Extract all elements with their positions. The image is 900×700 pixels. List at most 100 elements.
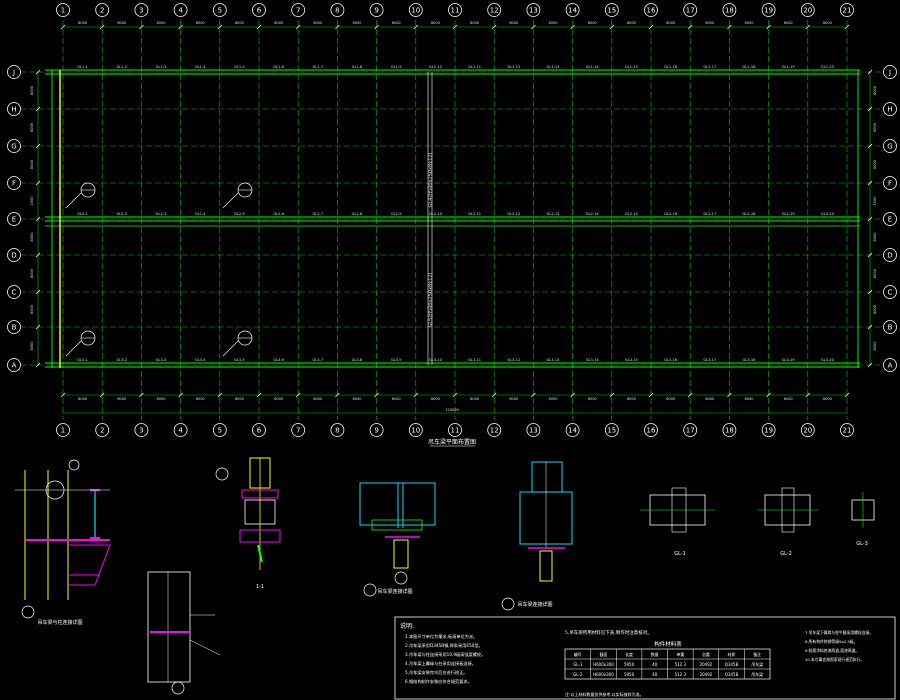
column-axis-bubble — [604, 423, 619, 437]
dimension-tick — [374, 392, 379, 398]
row-axis-label: C — [888, 289, 893, 297]
dimension-text: 6000 — [549, 397, 558, 401]
row-axis-bubble — [883, 102, 897, 116]
detail-column-splice — [147, 571, 221, 695]
dimension-tick — [570, 24, 575, 30]
column-axis-label: 21 — [843, 7, 852, 15]
dimension-text: 6000 — [78, 21, 87, 25]
dimension-text: 6000 — [745, 21, 754, 25]
table-cell: 40 — [652, 662, 658, 667]
dimension-text: 6000 — [666, 21, 675, 25]
dimension-tick — [766, 24, 771, 30]
detail-beam-connection-2: 吊车梁连接详图 — [501, 461, 573, 611]
dimension-text: 6000 — [235, 21, 244, 25]
beam-label: GL3-9 — [391, 358, 402, 362]
beam-label: GL1-8 — [352, 65, 363, 69]
dimension-text: 6000 — [588, 397, 597, 401]
column-axis-bubble — [330, 423, 345, 437]
dimension-text: 6000 — [509, 21, 518, 25]
dimension-tick — [374, 24, 379, 30]
dimension-tick — [217, 24, 223, 30]
dimension-text: 6000 — [196, 397, 205, 401]
beam-label: GL3-1 — [77, 358, 88, 362]
plan-beam-lines — [45, 69, 860, 368]
table-cell: GL-2 — [573, 672, 583, 677]
dimension-text: 6000 — [196, 21, 205, 25]
column-axis-bubble — [604, 3, 619, 17]
dimension-tick — [413, 24, 419, 30]
dimension-tick — [687, 392, 693, 398]
column-axis-label: 20 — [803, 7, 812, 15]
detail-3-label: 吊车梁连接详图 — [377, 588, 412, 595]
note-line: 6.钢结构制作安装应符合规范要求。 — [405, 678, 472, 685]
table-header: 备注 — [753, 651, 761, 657]
row-dimension-text: 8000 — [873, 123, 877, 132]
dimension-text: 6000 — [274, 397, 283, 401]
detail-2-label: 1-1 — [256, 584, 264, 590]
dimension-text: 6000 — [823, 21, 832, 25]
section-callout-leader — [65, 340, 82, 357]
dimension-text: 6000 — [627, 21, 636, 25]
row-axis-label: J — [888, 69, 891, 77]
column-axis-bubble — [565, 423, 580, 437]
row-axis-label: B — [12, 324, 17, 332]
table-cell: 512.3 — [675, 662, 687, 667]
vertical-note-upper: GL4(H500x250x8x12) — [428, 152, 434, 207]
plan-dimension-lines: 6000 6000 6000 6000 6000 6000 6000 6000 6000 6000… — [30, 21, 877, 414]
column-axis-bubble — [448, 423, 462, 437]
row-axis-label: E — [888, 216, 892, 224]
row-axis-bubble — [7, 102, 21, 116]
dimension-text: 6000 — [117, 397, 126, 401]
dimension-tick — [295, 24, 301, 30]
table-cell: H600x300 — [593, 672, 614, 677]
beam-label: GL3-14 — [586, 358, 600, 362]
column-axis-label: 9 — [374, 427, 378, 435]
beam-label: GL1-16 — [664, 65, 678, 69]
row-axis-label: A — [12, 362, 17, 370]
table-header: 材质 — [728, 651, 736, 657]
beam-label: GL1-9 — [391, 65, 402, 69]
beam-label: GL2-13 — [547, 212, 560, 216]
row-dimension-tick — [867, 252, 873, 258]
column-axis-label: 15 — [607, 427, 616, 435]
row-dimension-text: 8000 — [873, 342, 877, 351]
overall-dimension-text: 120000 — [445, 408, 458, 412]
row-dimension-text: 8000 — [30, 123, 34, 132]
column-axis-bubble — [761, 3, 776, 17]
row-axis-label: D — [887, 252, 892, 260]
row-axis-bubble — [7, 248, 21, 262]
row-dimension-text: 8000 — [873, 86, 877, 95]
right-note-line: 8.所有构件除锈等级Sa2.5级。 — [805, 639, 857, 644]
column-axis-bubble — [487, 3, 502, 17]
dimension-text: 6000 — [666, 397, 675, 401]
dimension-tick — [491, 392, 497, 398]
beam-label: GL1-19 — [782, 65, 796, 69]
row-dimension-tick — [35, 289, 41, 295]
row-dimension-tick — [867, 143, 873, 149]
dimension-text: 6000 — [274, 21, 283, 25]
row-axis-label: D — [11, 252, 16, 260]
beam-label: GL3-5 — [234, 358, 245, 362]
dimension-tick — [295, 392, 301, 398]
column-axis-label: 3 — [139, 427, 143, 435]
dimension-text: 6000 — [431, 397, 440, 401]
beam-label: GL3-16 — [664, 358, 678, 362]
column-axis-label: 14 — [568, 7, 577, 15]
dimension-text: 6000 — [705, 397, 714, 401]
dimension-tick — [491, 24, 497, 30]
column-axis-label: 14 — [568, 427, 577, 435]
column-axis-bubble — [291, 423, 306, 437]
row-axis-bubble — [7, 320, 21, 334]
row-dimension-tick — [35, 362, 41, 368]
row-dimension-text: 8000 — [873, 305, 877, 314]
beam-label: GL3-13 — [547, 358, 560, 362]
dimension-text: 6000 — [784, 21, 793, 25]
column-axis-label: 9 — [374, 7, 378, 15]
dimension-text: 6000 — [353, 21, 362, 25]
beam-label: GL1-20 — [821, 65, 835, 69]
column-axis-label: 13 — [529, 427, 538, 435]
row-axis-label: E — [12, 216, 16, 224]
section-callout-leader — [222, 192, 239, 209]
beam-label: GL2-11 — [468, 212, 481, 216]
